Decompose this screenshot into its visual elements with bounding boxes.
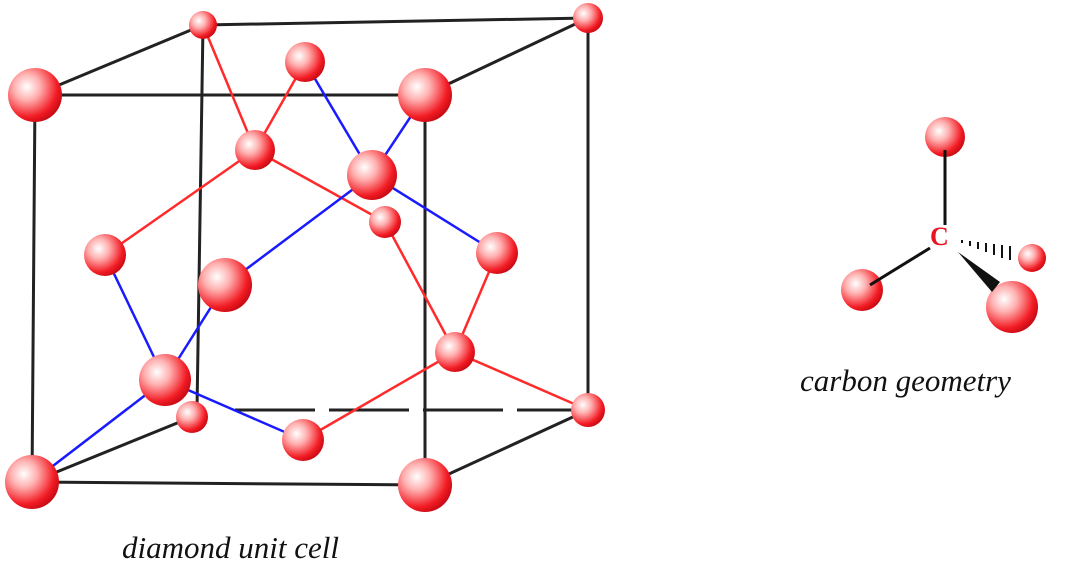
carbon-atom <box>285 42 325 82</box>
carbon-atom <box>571 393 605 427</box>
carbon-atom <box>841 269 883 311</box>
carbon-atom <box>369 206 401 238</box>
blue-bond <box>224 173 373 287</box>
carbon-atom <box>986 281 1038 333</box>
carbon-atom <box>198 258 252 312</box>
carbon-atom <box>84 234 126 276</box>
carbon-atom <box>282 419 324 461</box>
red-bond <box>383 221 457 353</box>
carbon-atom <box>176 401 208 433</box>
red-bond <box>201 24 257 151</box>
red-bond <box>254 148 386 224</box>
carbon-geometry <box>869 150 1011 292</box>
carbon-atom <box>1018 244 1046 272</box>
carbon-atom <box>398 458 452 512</box>
red-bond <box>454 350 589 412</box>
carbon-atom <box>573 3 603 33</box>
carbon-atom <box>189 11 217 39</box>
carbon-symbol: C <box>930 222 949 251</box>
blue-bond <box>31 379 166 483</box>
carbon-atom <box>5 455 59 509</box>
carbon-atom <box>476 232 518 274</box>
carbon-atom <box>435 332 475 372</box>
red-bond <box>302 350 456 442</box>
carbon-atom <box>8 68 62 122</box>
carbon-atom <box>347 150 397 200</box>
carbon-atom <box>139 354 191 406</box>
carbon-atom <box>398 68 452 122</box>
diamond-unit-cell-caption: diamond unit cell <box>122 530 339 565</box>
red-bond <box>104 148 256 257</box>
unit-cell-cube <box>30 16 590 487</box>
carbon-geometry-caption: carbon geometry <box>800 363 1011 398</box>
carbon-atom <box>925 117 965 157</box>
carbon-atom <box>235 130 275 170</box>
